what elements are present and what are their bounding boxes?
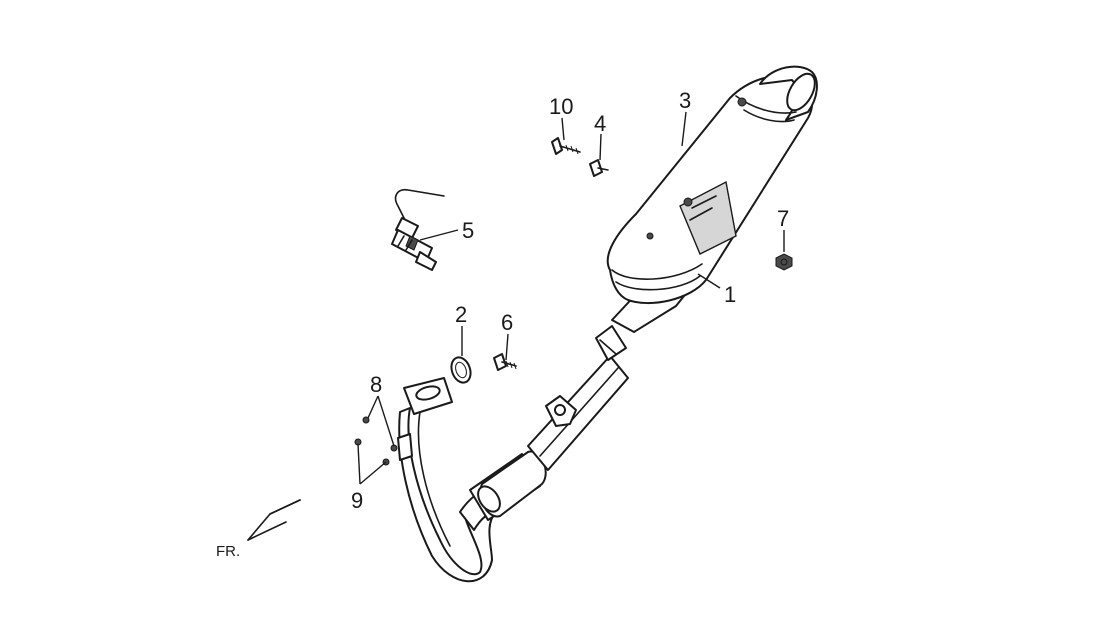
part-labels: 3 10 4 5 1 7 2 6 8 9 xyxy=(351,88,789,513)
part-label-4: 4 xyxy=(594,111,606,136)
part-label-7: 7 xyxy=(777,206,789,231)
part-label-5: 5 xyxy=(462,218,474,243)
muffler-bolt-long xyxy=(551,137,581,155)
part-label-8: 8 xyxy=(370,372,382,397)
flange-bolt xyxy=(493,353,517,371)
front-direction-arrow: FR. xyxy=(216,499,301,560)
part-label-10: 10 xyxy=(549,94,573,119)
mid-pipe xyxy=(469,325,629,521)
part-label-9: 9 xyxy=(351,488,363,513)
part-label-3: 3 xyxy=(679,88,691,113)
gasket xyxy=(450,356,472,384)
stud-nuts xyxy=(354,416,398,466)
nut xyxy=(775,253,793,271)
part-label-6: 6 xyxy=(501,310,513,335)
part-label-1: 1 xyxy=(724,282,736,307)
oxygen-sensor xyxy=(391,188,445,271)
muffler xyxy=(606,65,818,333)
exhaust-header-pipe xyxy=(397,377,499,583)
front-direction-label: FR. xyxy=(216,543,240,560)
part-label-2: 2 xyxy=(455,302,467,327)
leader-lines xyxy=(357,111,785,485)
muffler-bolt-short xyxy=(589,159,609,177)
